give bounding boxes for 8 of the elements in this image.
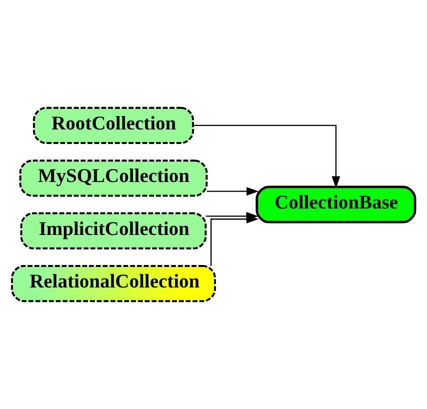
node-box: RelationalCollection: [11, 265, 216, 302]
arrow: [193, 124, 340, 188]
node-box: ImplicitCollection: [20, 212, 207, 250]
node-box: RootCollection: [33, 106, 194, 144]
node-box: CollectionBase: [256, 186, 416, 224]
node-box: MySQLCollection: [19, 160, 208, 197]
arrow: [206, 187, 259, 196]
arrow: [210, 214, 259, 266]
